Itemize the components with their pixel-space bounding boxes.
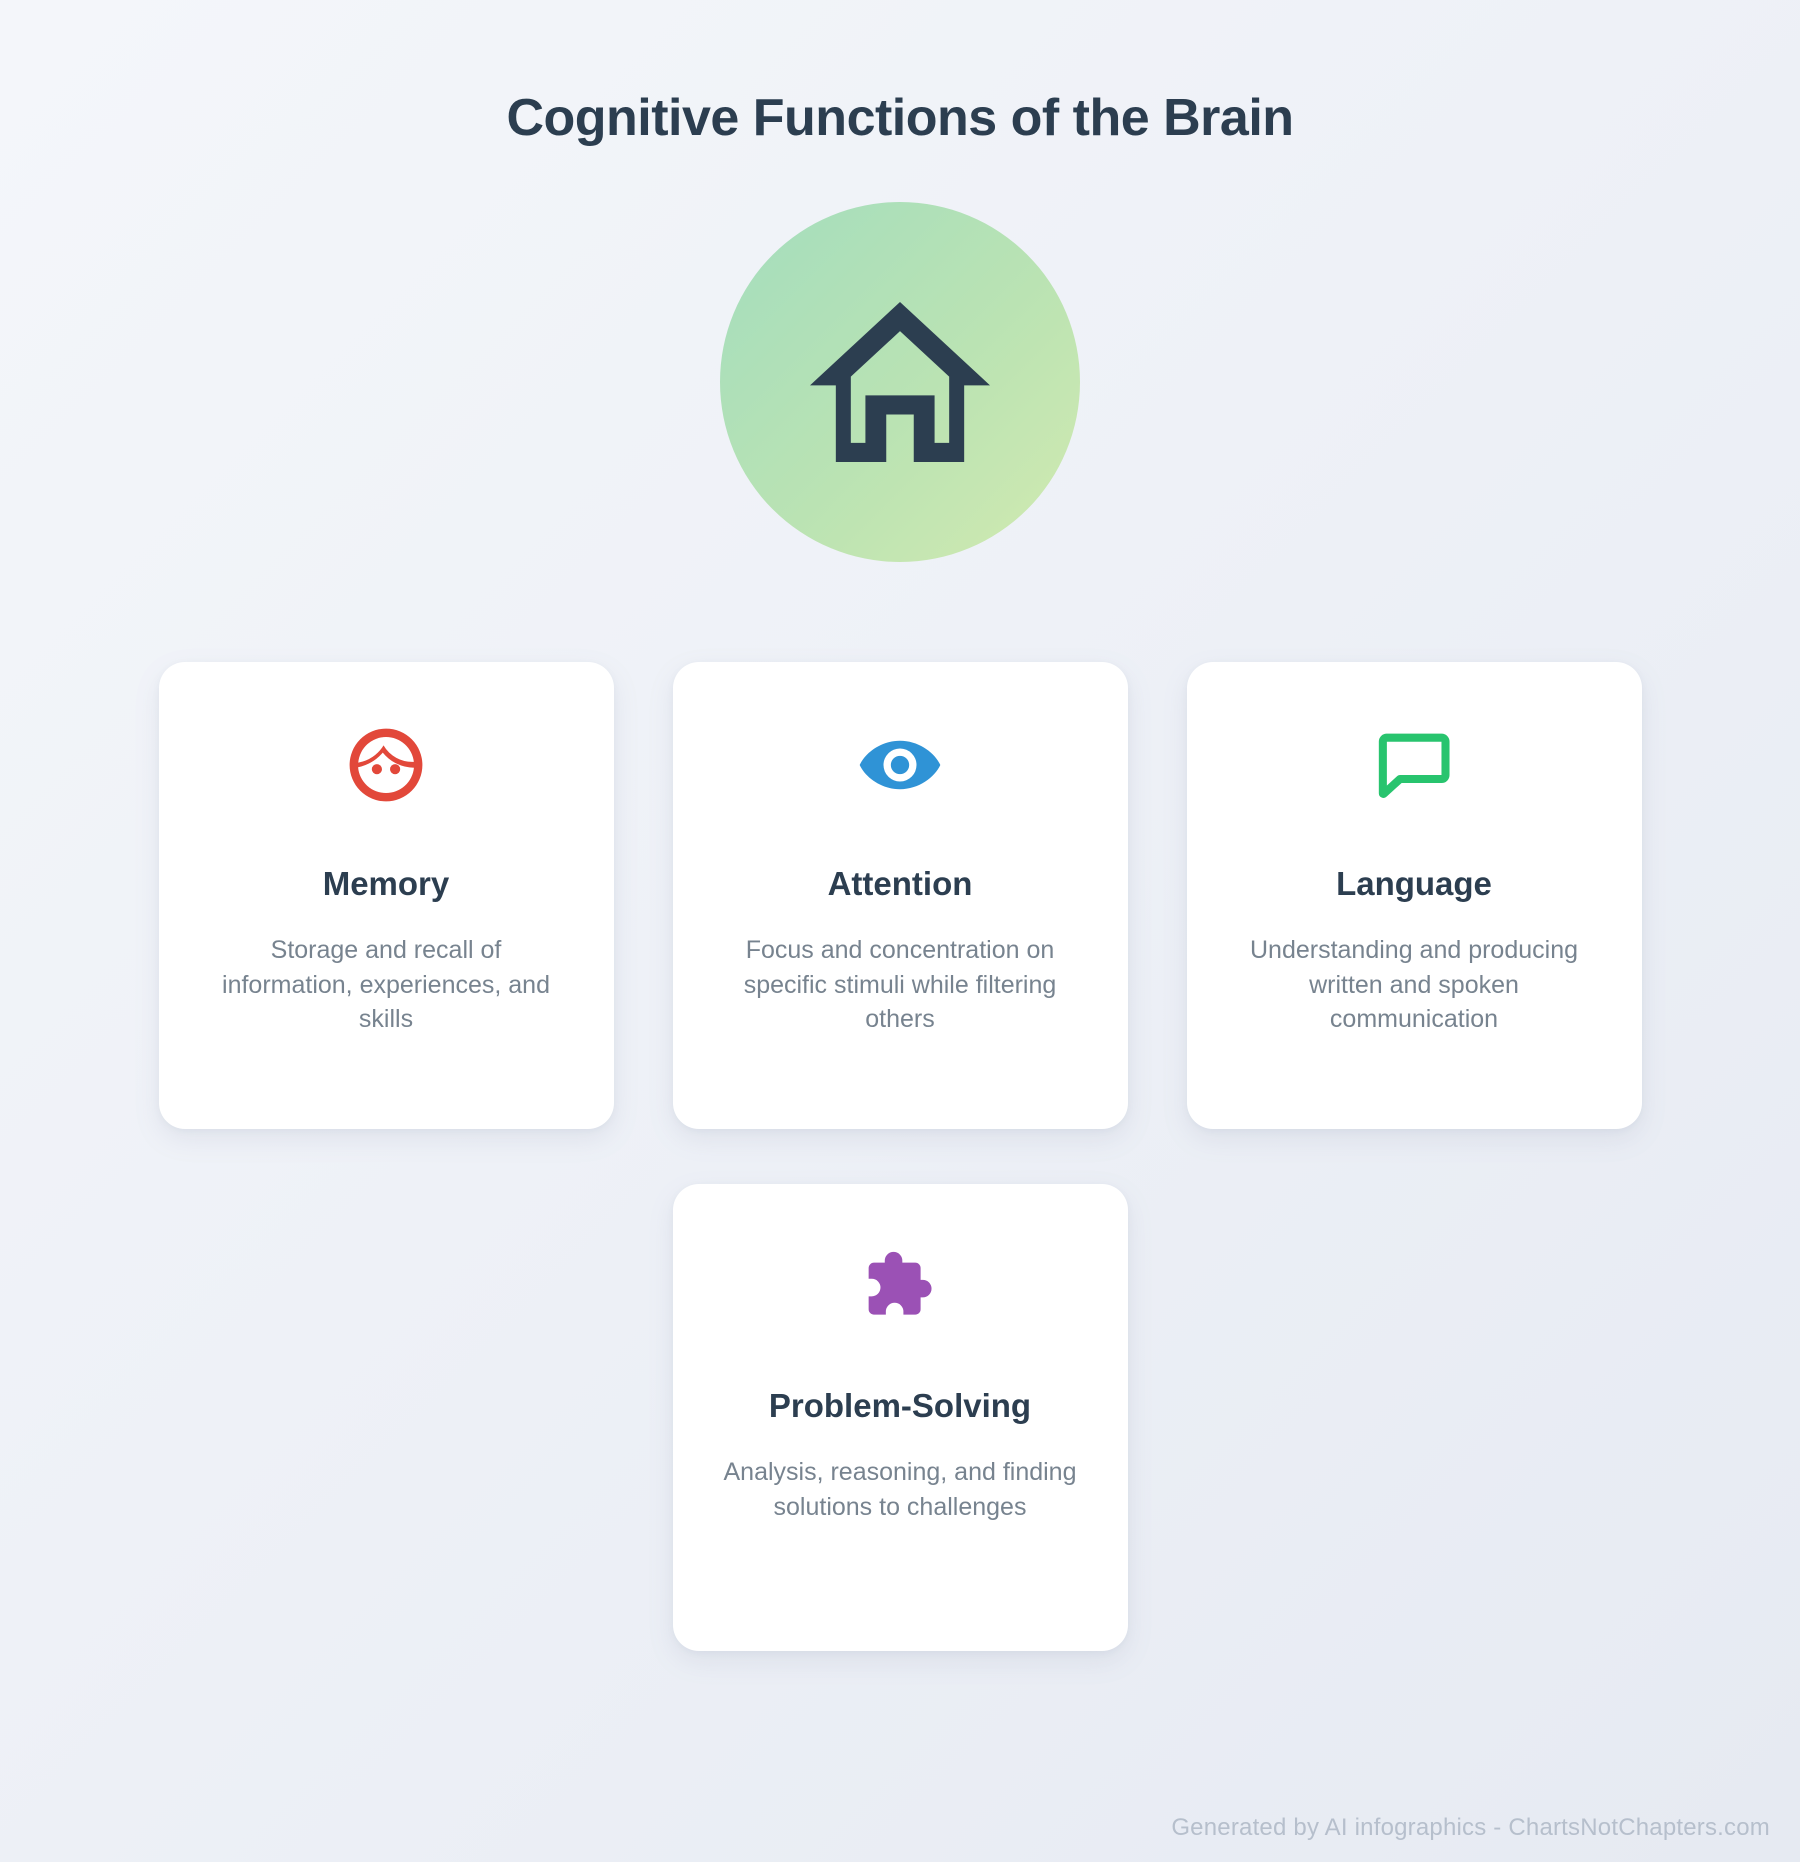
card-attention[interactable]: Attention Focus and concentration on spe… bbox=[672, 662, 1128, 1130]
chat-bubble-icon bbox=[1372, 717, 1456, 813]
card-title: Language bbox=[1336, 865, 1492, 903]
card-language[interactable]: Language Understanding and producing wri… bbox=[1186, 662, 1642, 1130]
home-icon bbox=[785, 282, 1015, 482]
card-title: Attention bbox=[827, 865, 973, 903]
card-problem-solving[interactable]: Problem-Solving Analysis, reasoning, and… bbox=[672, 1184, 1128, 1652]
hero-section bbox=[720, 202, 1080, 563]
cards-row-bottom: Problem-Solving Analysis, reasoning, and… bbox=[0, 1184, 1800, 1652]
card-memory[interactable]: Memory Storage and recall of information… bbox=[158, 662, 614, 1130]
puzzle-piece-icon bbox=[857, 1239, 943, 1335]
page-title: Cognitive Functions of the Brain bbox=[506, 89, 1294, 147]
face-person-icon bbox=[344, 717, 428, 813]
card-title: Problem-Solving bbox=[768, 1387, 1032, 1425]
card-description: Analysis, reasoning, and finding solutio… bbox=[723, 1458, 1077, 1521]
cards-row-top: Memory Storage and recall of information… bbox=[0, 662, 1800, 1130]
card-description: Focus and concentration on specific stim… bbox=[743, 936, 1057, 1034]
eye-icon bbox=[856, 717, 944, 813]
card-description: Understanding and producing written and … bbox=[1249, 936, 1578, 1034]
card-title: Memory bbox=[322, 865, 450, 903]
footer-attribution: Generated by AI infographics - ChartsNot… bbox=[1171, 1814, 1770, 1841]
card-description: Storage and recall of information, exper… bbox=[222, 936, 550, 1034]
hero-circle bbox=[720, 202, 1080, 563]
